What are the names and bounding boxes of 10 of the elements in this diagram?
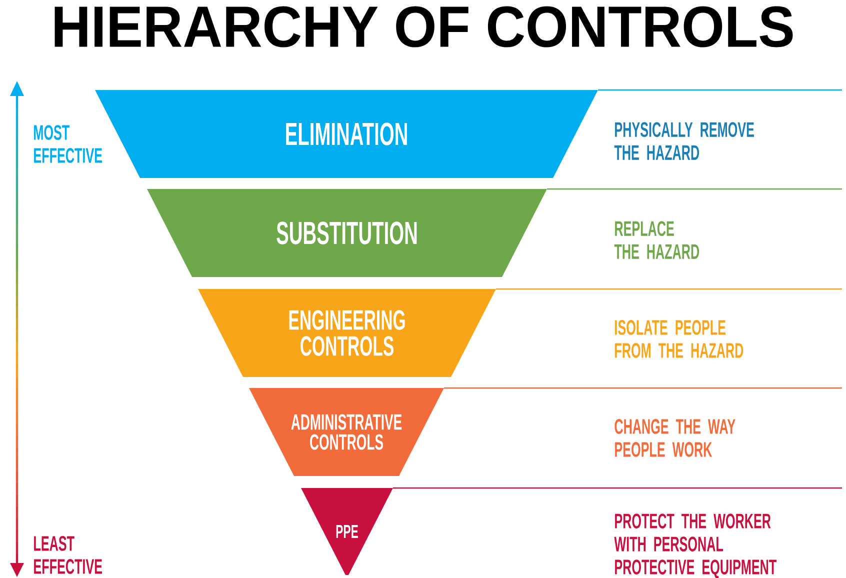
description-text: CHANGE THE WAY PEOPLE WORK: [614, 419, 736, 457]
control-band: ADMINISTRATIVE CONTROLS: [249, 388, 444, 476]
description-text: ISOLATE PEOPLE FROM THE HAZARD: [615, 320, 744, 358]
title: HIERARCHY OF CONTROLS: [54, 6, 793, 48]
description-text: REPLACE THE HAZARD: [614, 221, 700, 259]
side-label: LEAST EFFECTIVE: [34, 536, 102, 574]
control-band: SUBSTITUTION: [147, 189, 547, 277]
description-text: PROTECT THE WORKER WITH PERSONAL PROTECTIVE EQUIPMENT: [614, 514, 776, 578]
control-band: PPE: [301, 488, 393, 575]
control-band: ENGINEERING CONTROLS: [198, 289, 496, 377]
